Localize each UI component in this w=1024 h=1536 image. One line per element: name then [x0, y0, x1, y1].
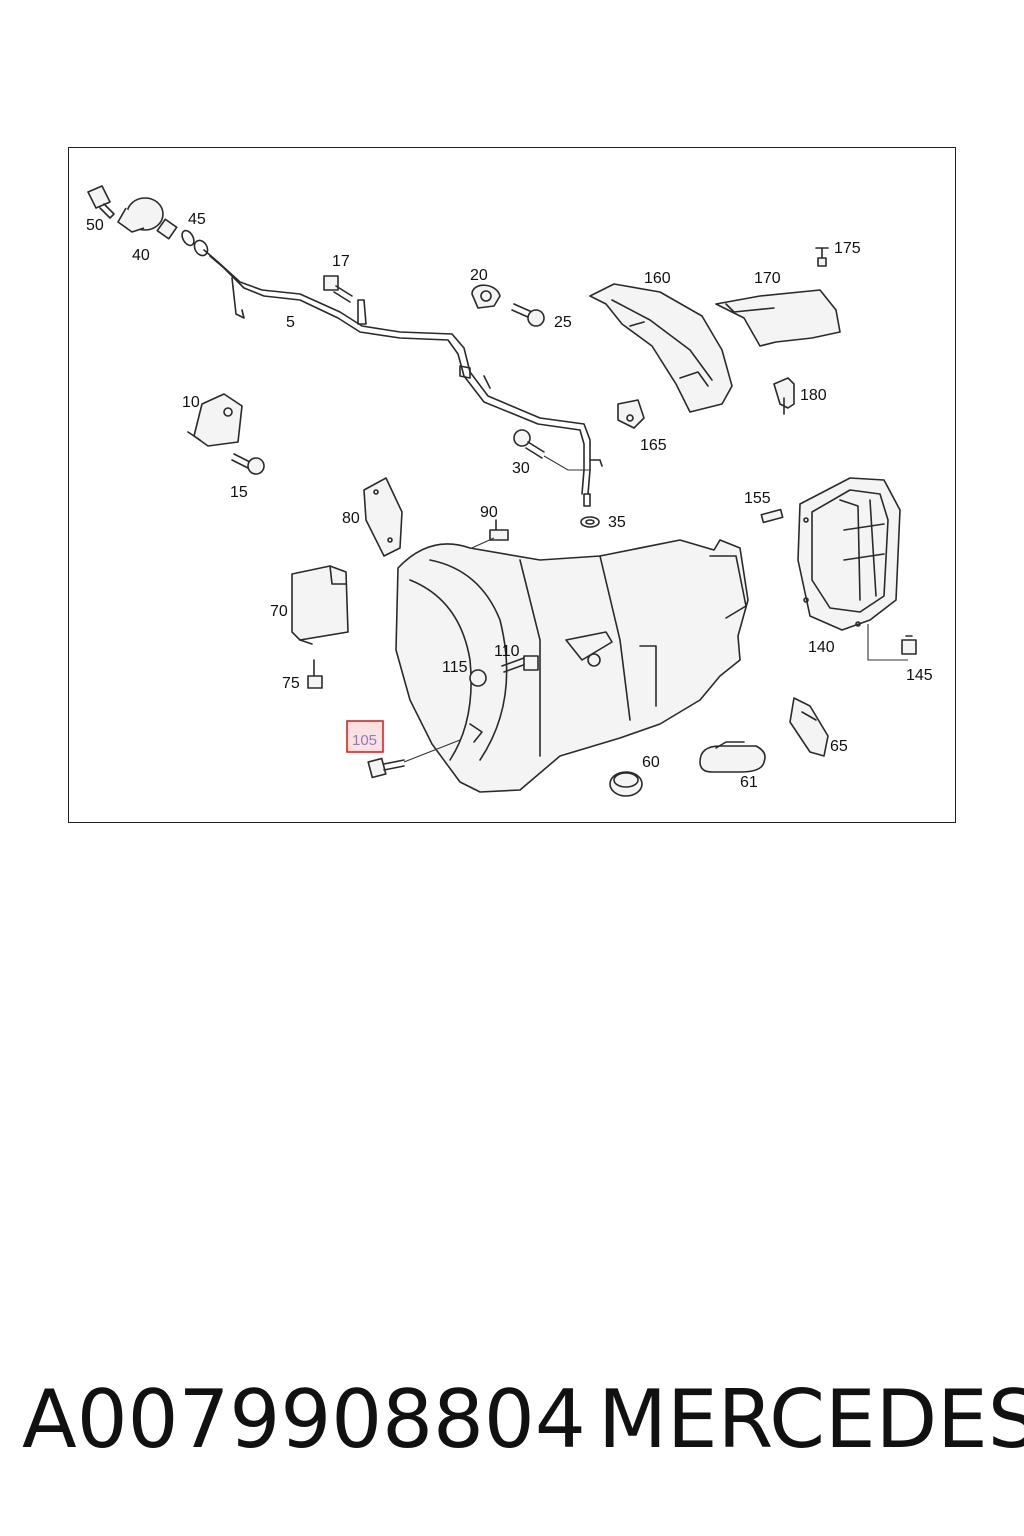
callout-61: 61: [740, 774, 758, 791]
callout-145: 145: [906, 667, 933, 684]
callout-60: 60: [642, 754, 660, 771]
callout-115: 115: [442, 659, 468, 676]
highlight-box: [346, 720, 384, 753]
part-160-heat-shield[interactable]: [589, 283, 733, 413]
part-170-heat-shield[interactable]: [715, 289, 841, 347]
part-50-plug[interactable]: [87, 185, 115, 219]
part-40-sleeve[interactable]: [117, 197, 178, 240]
callout-80: 80: [342, 510, 360, 527]
footer: A0079908804 MERCEDES: [0, 1370, 1024, 1470]
part-175-screw[interactable]: [815, 247, 829, 267]
callout-180: 180: [800, 387, 827, 404]
part-70-module[interactable]: [291, 565, 349, 645]
part-165-bracket[interactable]: [617, 399, 645, 429]
part-155-pin[interactable]: [760, 508, 784, 524]
part-number: A0079908804: [22, 1373, 586, 1466]
part-5-dipstick-tube[interactable]: [203, 249, 603, 507]
part-10-bracket[interactable]: [187, 393, 243, 447]
part-61-cover[interactable]: [699, 741, 766, 773]
callout-65: 65: [830, 738, 848, 755]
callout-17: 17: [332, 253, 350, 270]
callout-15: 15: [230, 484, 248, 501]
part-110-bolt[interactable]: [501, 655, 539, 673]
part-17-bolt[interactable]: [323, 275, 353, 303]
callout-165: 165: [640, 437, 667, 454]
part-25-bolt[interactable]: [511, 303, 545, 327]
callout-105[interactable]: 105: [352, 732, 377, 749]
callout-30: 30: [512, 460, 530, 477]
part-45-o-ring[interactable]: [180, 229, 211, 258]
callout-155: 155: [744, 490, 771, 507]
part-180-bracket[interactable]: [773, 377, 795, 415]
callout-90: 90: [480, 504, 498, 521]
callout-70: 70: [270, 603, 288, 620]
callout-20: 20: [470, 267, 488, 284]
part-65-cover-plate[interactable]: [789, 697, 829, 757]
callout-110: 110: [494, 643, 520, 660]
callout-35: 35: [608, 514, 626, 531]
callout-175: 175: [834, 240, 861, 257]
brand-name: MERCEDES: [598, 1373, 1024, 1466]
part-35-seal[interactable]: [580, 516, 600, 528]
callout-50: 50: [86, 217, 104, 234]
callout-75: 75: [282, 675, 300, 692]
part-20-clamp[interactable]: [471, 284, 501, 309]
callout-45: 45: [188, 211, 206, 228]
part-145-bolt[interactable]: [867, 624, 917, 661]
callout-5: 5: [286, 314, 295, 331]
callout-160: 160: [644, 270, 671, 287]
diagram-frame: [68, 147, 956, 823]
part-80-gasket[interactable]: [363, 477, 403, 557]
callout-25: 25: [554, 314, 572, 331]
callout-170: 170: [754, 270, 781, 287]
callout-140: 140: [808, 639, 835, 656]
callout-10: 10: [182, 394, 200, 411]
part-30-bolt[interactable]: [513, 429, 590, 471]
part-75-bolt[interactable]: [307, 659, 323, 689]
part-140-bell-housing[interactable]: [797, 477, 901, 631]
part-105-bolt[interactable]: [367, 739, 461, 779]
transmission-housing[interactable]: [395, 539, 749, 793]
part-15-bolt[interactable]: [231, 453, 265, 475]
part-60-plug[interactable]: [609, 771, 643, 797]
callout-40: 40: [132, 247, 150, 264]
